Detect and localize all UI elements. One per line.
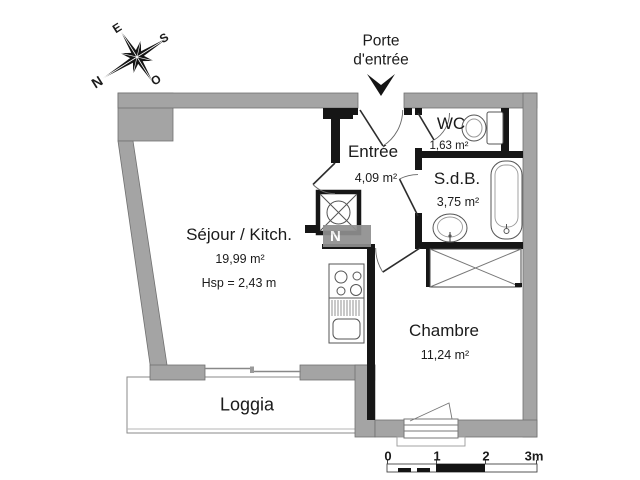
sejour-door <box>312 162 336 195</box>
closet <box>429 248 522 288</box>
toilet <box>461 111 504 145</box>
room-area-chambre: 11,24 m² <box>420 348 470 362</box>
entrance-label-line2: d'entrée <box>353 51 409 68</box>
entrance-arrow-icon <box>367 74 395 96</box>
wall-entree-sdb-lower <box>415 213 422 247</box>
sdb-door <box>398 174 419 217</box>
wall-top-right <box>403 92 538 109</box>
entrance-label-line1: Porte <box>362 32 400 50</box>
cooktop-burner <box>350 284 362 296</box>
wall-left-slanted <box>117 140 168 379</box>
loggia-outline <box>126 376 358 434</box>
drainer <box>331 300 360 316</box>
scale-tick-0: 0 <box>384 448 392 464</box>
wall-top-left <box>117 92 359 109</box>
watermark-logo: N <box>323 225 371 247</box>
wc-door <box>417 112 450 141</box>
cooktop-burner <box>334 270 348 284</box>
room-label-chambre: Chambre <box>409 321 479 340</box>
chambre-door <box>375 247 421 273</box>
entrance-door <box>359 109 404 147</box>
wall-entree-sdb-upper <box>415 148 422 170</box>
wall-entree-wc-top <box>415 108 422 115</box>
closet-left-cap <box>426 249 432 287</box>
room-label-wc: WC <box>436 114 466 133</box>
wall-bottom-sejour-left <box>149 364 206 381</box>
room-area-wc: 1,63 m² <box>429 140 469 152</box>
room-label-sdb: S.d.B. <box>433 169 481 188</box>
chambre-window <box>396 402 466 447</box>
wall-wc-sdb <box>422 151 523 158</box>
wall-entree-sejour <box>331 108 340 163</box>
cooktop-burner <box>336 286 346 296</box>
scale-tick-3m: 3m <box>524 448 544 464</box>
wall-sdb-chambre <box>415 242 523 249</box>
scale-tick-2: 2 <box>482 448 490 464</box>
room-area-sdb: 3,75 m² <box>436 195 480 209</box>
wall-right <box>522 92 538 438</box>
door-stop-left <box>352 108 358 115</box>
room-label-loggia: Loggia <box>219 394 275 415</box>
scale-tick-1: 1 <box>433 448 441 464</box>
compass-rose-icon <box>101 30 170 84</box>
cooktop-burner <box>352 271 362 281</box>
loggia-sliding-door <box>205 366 301 373</box>
room-label-entree: Entrée <box>347 142 399 161</box>
scale-bar <box>386 460 538 473</box>
room-label-sejour: Séjour / Kitch. <box>186 225 292 244</box>
room-area-sejour: 19,99 m² <box>215 252 265 266</box>
doors <box>312 109 450 273</box>
washbasin <box>432 213 468 243</box>
entrance-label: Porte d'entrée <box>353 32 409 69</box>
room-area-entree: 4,09 m² <box>354 171 398 185</box>
kitchen-sink <box>332 318 361 340</box>
wall-sejour-chambre <box>367 247 375 420</box>
bathtub <box>490 160 523 240</box>
room-height-sejour: Hsp = 2,43 m <box>201 276 277 290</box>
door-stop-right <box>404 108 412 115</box>
kitchen-unit <box>328 263 365 344</box>
wall-wc-duct <box>501 108 509 158</box>
